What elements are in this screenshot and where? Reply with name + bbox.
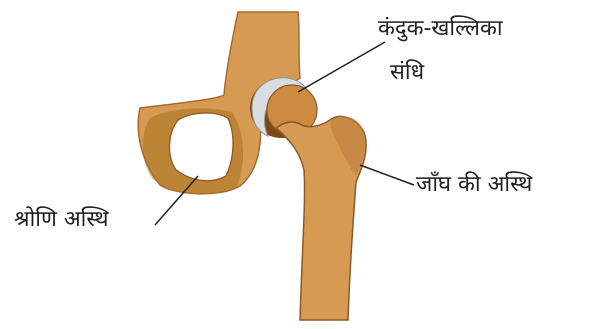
label-pelvic-bone: श्रोणि अस्थि xyxy=(14,207,109,233)
label-thigh-bone: जाँघ की अस्थि xyxy=(416,172,532,198)
pointer-joint xyxy=(298,42,385,92)
pointer-thigh xyxy=(360,165,414,185)
label-ball-socket-joint-line2: संधि xyxy=(390,60,424,86)
label-ball-socket-joint-line1: कंदुक-खल्लिका xyxy=(378,16,503,42)
obturator-hole xyxy=(169,113,233,181)
